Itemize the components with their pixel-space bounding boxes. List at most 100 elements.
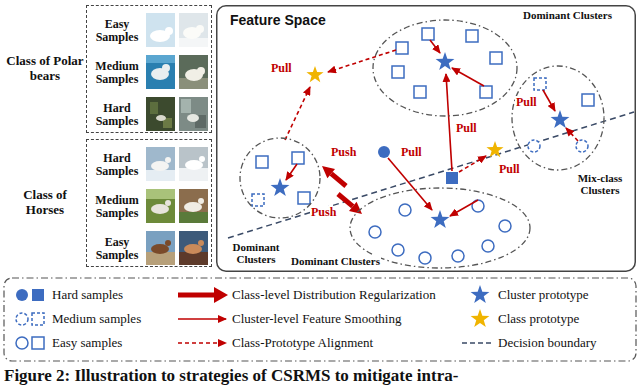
figure-rect [256, 156, 268, 168]
figure-use [471, 309, 490, 327]
cluster-outline-shape [240, 138, 320, 218]
figure-rect [179, 189, 208, 223]
figure-use [436, 52, 455, 70]
cluster-label: Dominant Clusters [290, 255, 381, 267]
figure-polygon [322, 166, 335, 178]
figure-line [446, 74, 452, 171]
figure-polygon [214, 287, 228, 303]
figure-rect [150, 102, 158, 114]
figure-rect [146, 170, 175, 181]
legend-text: Cluster prototype [498, 287, 589, 303]
figure-line [452, 68, 484, 86]
figure-line [543, 90, 555, 111]
figure-rect [466, 30, 478, 42]
pull-label: Pull [515, 96, 538, 109]
figure-circle [162, 64, 170, 72]
figure-use [271, 178, 290, 196]
cluster-ellipse: Mix-class Clusters [510, 64, 606, 172]
figure-circle [199, 156, 205, 162]
figure-circle [165, 240, 171, 246]
push-label: Push [330, 146, 357, 159]
legend-text: Class prototype [498, 311, 579, 327]
figure-circle [499, 220, 511, 232]
figure-ellipse [156, 115, 166, 121]
figure-rect [179, 212, 208, 223]
figure-rect [422, 28, 434, 40]
figure-rect [146, 13, 175, 47]
hard-samples [378, 146, 458, 184]
figure-rect [146, 55, 175, 89]
cluster-label: Dominant Clusters [226, 241, 286, 265]
figure-rect [181, 99, 191, 113]
figure-rect [146, 189, 175, 199]
figure-circle [196, 25, 204, 33]
figure-line [459, 156, 486, 172]
figure-ellipse [184, 244, 202, 254]
figure-rect [146, 231, 175, 265]
class-heading: Class of Polar bears [5, 53, 85, 83]
figure-circle [198, 198, 204, 204]
figure-circle [165, 200, 171, 206]
alignment-arrows [285, 50, 578, 172]
figure-line [566, 128, 578, 141]
feature-space-panel: Feature SpaceDominant ClustersDominant C… [216, 5, 636, 272]
figure-line [338, 194, 353, 206]
cluster-outline-shape [512, 66, 604, 170]
figure-line [178, 318, 226, 320]
figure-line [462, 342, 492, 344]
figure-circle [378, 146, 390, 158]
legend-text: Hard samples [52, 287, 123, 303]
thumbnail-images [146, 147, 208, 265]
sample-level-label: Medium Samples [89, 54, 145, 92]
cluster-label: Mix-class Clusters [568, 172, 632, 196]
figure-circle [392, 244, 404, 256]
figure-circle [16, 289, 28, 301]
figure-line [388, 158, 432, 210]
legend-text: Cluster-level Feature Smoothing [232, 311, 401, 327]
figure-use [471, 285, 490, 303]
legend-text: Class-level Distribution Regularization [232, 287, 436, 303]
figure-use [551, 110, 570, 128]
cluster-outline [510, 64, 606, 172]
figure-rect [396, 42, 408, 54]
figure-rect [179, 97, 208, 131]
figure-rect [480, 86, 492, 98]
pull-label: Pull [455, 122, 478, 135]
figure-ellipse [184, 202, 202, 212]
cluster-label: Dominant Clusters [522, 9, 613, 21]
figure-rect [582, 94, 594, 106]
figure-rect [490, 52, 502, 64]
sample-markers [252, 28, 594, 264]
cluster-outline-shape [373, 20, 517, 116]
figure-rect [146, 55, 175, 63]
figure-use [431, 210, 450, 228]
legend-text: Easy samples [52, 335, 122, 351]
figure-circle [165, 157, 171, 163]
sample-level-label: Easy Samples [89, 12, 145, 50]
figure-rect [32, 289, 44, 301]
figure-circle [16, 337, 28, 349]
figure-caption: Figure 2: Illustration to strategies of … [4, 366, 458, 386]
figure-rect [392, 66, 404, 78]
cluster-ellipse: Dominant Clusters [371, 18, 519, 118]
pull-label: Pull [498, 163, 521, 176]
figure-ellipse [187, 114, 199, 122]
figure-line [178, 293, 214, 298]
figure-use [486, 141, 503, 157]
sample-level-label: Hard Samples [89, 96, 145, 134]
push-label: Push [310, 206, 337, 219]
cluster-ellipse: Dominant Clusters [348, 186, 532, 270]
figure-rect [298, 192, 310, 204]
legend-text: Class-Prototype Alignment [232, 335, 373, 351]
sample-level-label: Medium Samples [89, 188, 145, 226]
figure-rect [292, 152, 304, 164]
figure-line [286, 164, 297, 180]
thumbnail-images [146, 13, 208, 131]
figure-line [331, 174, 346, 186]
figure-line [178, 342, 226, 344]
figure-rect [179, 13, 208, 47]
sample-level-label: Hard Samples [89, 146, 145, 184]
figure-ellipse [151, 204, 169, 214]
figure-rect [414, 86, 426, 98]
figure-rect [252, 194, 264, 206]
